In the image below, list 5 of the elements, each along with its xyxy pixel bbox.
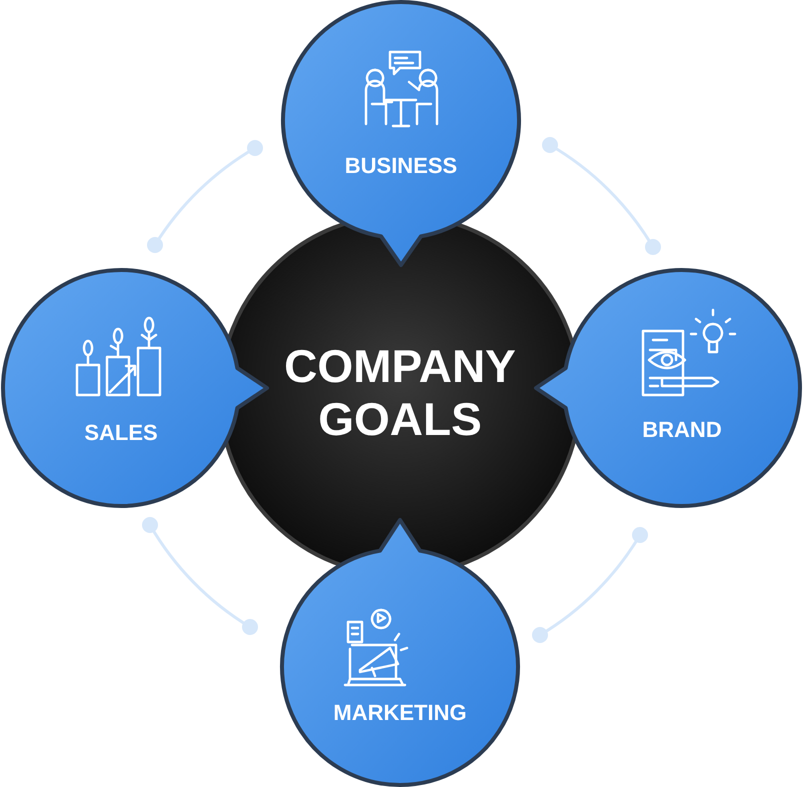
category-label: BRAND (641, 417, 723, 442)
category-label: SALES (83, 420, 159, 446)
category-label: BUSINESS (344, 153, 458, 178)
center-title: COMPANY GOALS (283, 340, 517, 446)
category-label: MARKETING (332, 700, 468, 726)
